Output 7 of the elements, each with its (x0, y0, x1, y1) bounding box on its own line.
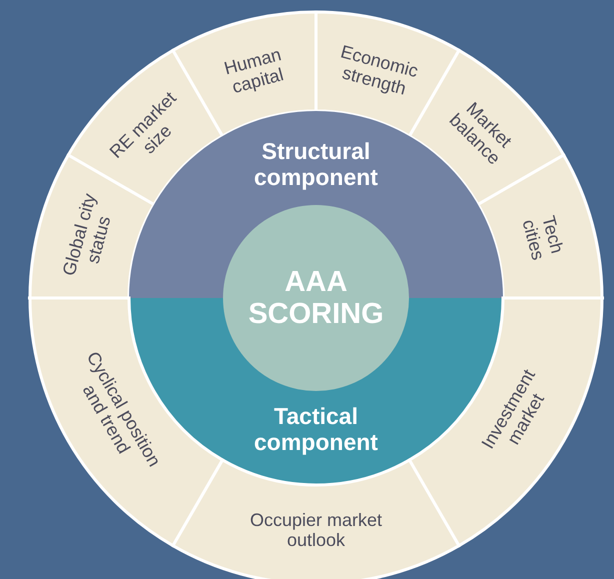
segment-label: Human capital (220, 43, 286, 100)
component-label: Structural component (253, 139, 379, 191)
center-label: AAA SCORING (247, 266, 385, 330)
segment-label: Tech cities (517, 212, 568, 264)
component-label: Tactical component (253, 404, 379, 456)
segment-label: Occupier market outlook (248, 510, 384, 550)
segment-label: Global city status (58, 190, 116, 280)
